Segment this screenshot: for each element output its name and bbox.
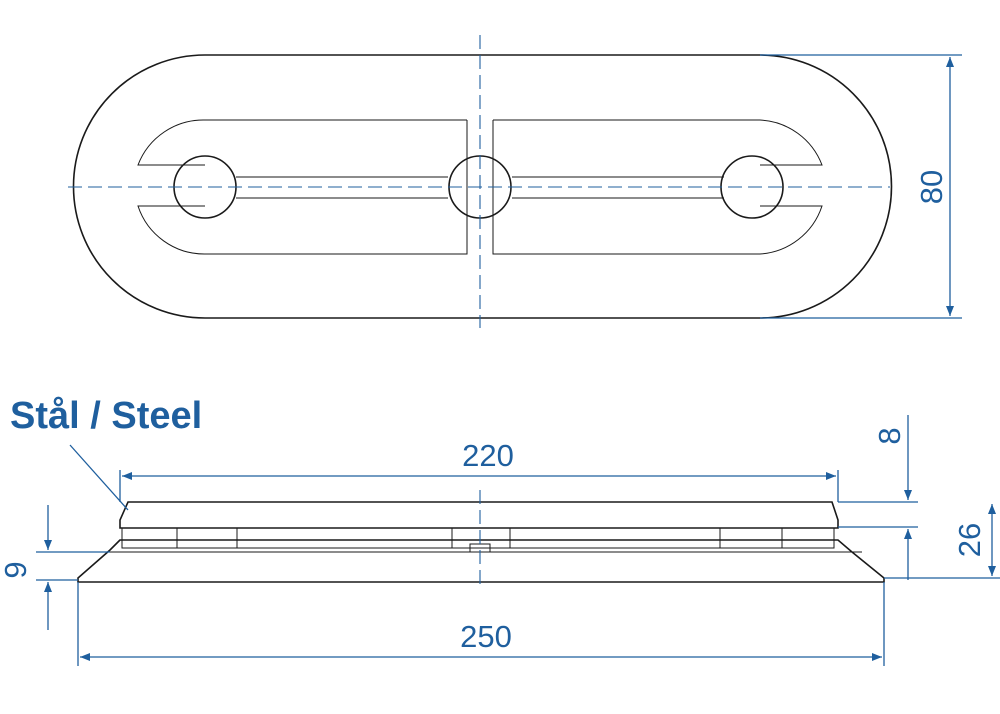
material-leader — [69, 444, 129, 511]
base-profile — [77, 539, 885, 583]
rubber-segment-mid-left — [236, 527, 453, 549]
rubber-segment-left — [121, 527, 178, 549]
dim-8-label: 8 — [872, 427, 907, 444]
steel-plate — [119, 501, 839, 529]
dim-9-label: 9 — [0, 561, 33, 578]
right-slot-outline — [492, 119, 823, 255]
material-label: Stål / Steel — [10, 395, 202, 437]
dim-250-label: 250 — [460, 619, 512, 654]
rubber-segment-mid-right — [509, 527, 721, 549]
dim-26-label: 26 — [952, 523, 987, 557]
section-view: Stål / Steel 220 250 8 26 9 — [0, 395, 1000, 666]
dim-80-label: 80 — [914, 170, 949, 204]
dim-220-label: 220 — [462, 438, 514, 473]
left-slot-outline — [137, 119, 468, 255]
rubber-segment-right — [781, 527, 835, 549]
plan-view: 80 — [68, 35, 962, 328]
